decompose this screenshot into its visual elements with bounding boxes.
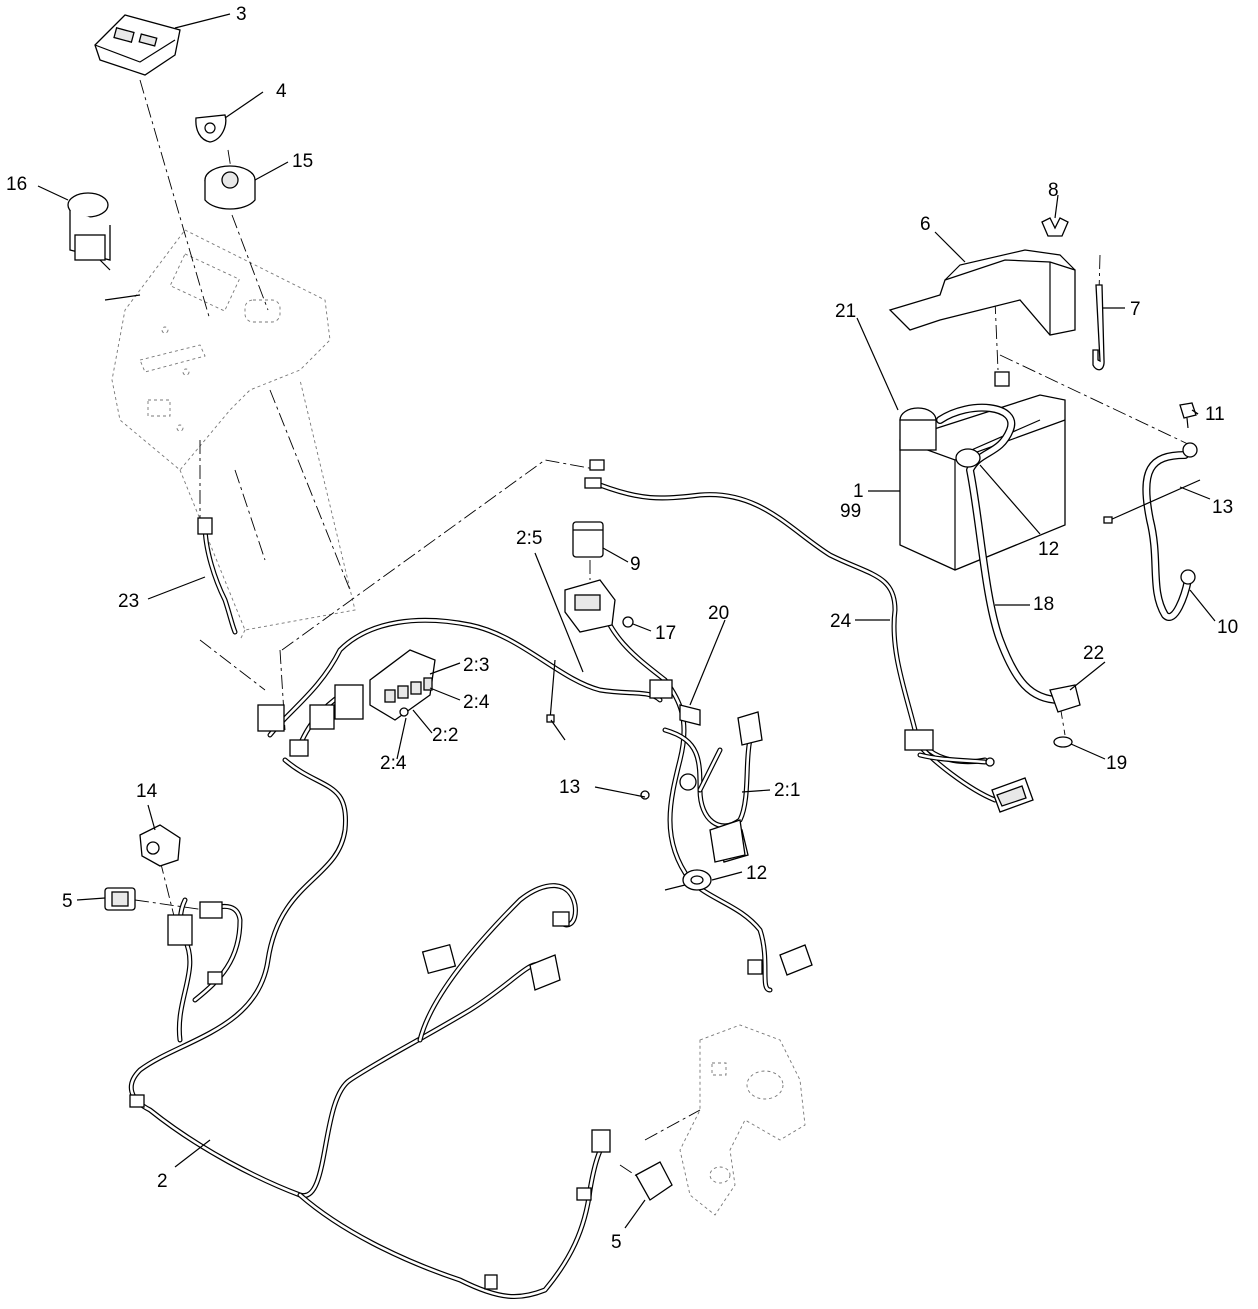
harness-24-terminal-a — [589, 459, 605, 471]
callout-99: 99 — [840, 501, 861, 522]
leader-lines — [37, 13, 1216, 1229]
callout-17: 17 — [655, 623, 676, 644]
callout-19: 19 — [1106, 753, 1127, 774]
j-bolt-rod — [1092, 284, 1105, 371]
callout-6: 6 — [920, 214, 931, 235]
screw — [622, 616, 634, 628]
callout-12-harness: 12 — [746, 863, 767, 884]
control-panel-phantom — [111, 229, 356, 641]
bolt — [1179, 402, 1197, 429]
callout-2-5: 2:5 — [516, 528, 542, 549]
harness-connector-left — [257, 684, 364, 757]
cable-clip — [955, 448, 981, 468]
display-module — [94, 14, 181, 76]
switch-5-upper-plug — [199, 901, 223, 919]
callout-12-battery: 12 — [1038, 539, 1059, 560]
callout-22: 22 — [1083, 643, 1104, 664]
callout-5-upper: 5 — [62, 891, 73, 912]
callout-2: 2 — [157, 1171, 168, 1192]
harness-24-connector-block — [904, 729, 934, 751]
callout-11: 11 — [1205, 404, 1225, 425]
pto-switch — [67, 192, 141, 301]
wire-clips — [129, 971, 592, 1290]
callout-24: 24 — [830, 611, 852, 632]
callout-3: 3 — [236, 4, 247, 25]
callout-1: 1 — [853, 481, 864, 502]
callout-2-1: 2:1 — [774, 780, 800, 801]
relay — [572, 521, 604, 558]
callout-10: 10 — [1217, 617, 1238, 638]
positive-battery-cable — [936, 403, 1081, 713]
negative-battery-cable — [1142, 442, 1198, 621]
callout-7: 7 — [1130, 299, 1141, 320]
battery — [899, 371, 1066, 571]
harness-24-terminal-b — [584, 477, 602, 489]
sub-harness-23 — [197, 517, 238, 635]
switch-5-upper — [104, 887, 136, 911]
callout-2-2: 2:2 — [432, 725, 458, 746]
switch-5-lower — [591, 1129, 673, 1201]
diode-assembly — [679, 704, 701, 726]
relay-socket — [564, 579, 616, 633]
circuit-breaker — [709, 819, 746, 863]
cable-tie-middle-head — [640, 790, 650, 800]
callout-14: 14 — [136, 781, 158, 802]
main-wire-harness — [128, 597, 773, 1300]
terminal-boot — [1049, 684, 1081, 713]
grommet — [664, 869, 712, 891]
washer — [1053, 736, 1073, 748]
ignition-key — [195, 114, 227, 143]
callout-23: 23 — [118, 591, 139, 612]
callout-13-right: 13 — [1212, 497, 1233, 518]
callout-2-4-lower: 2:4 — [380, 753, 407, 774]
cable-tie-middle — [546, 659, 556, 723]
wing-nut — [1041, 217, 1069, 237]
callout-9: 9 — [630, 554, 641, 575]
callout-2-4-upper: 2:4 — [463, 692, 490, 713]
battery-terminal-post — [994, 371, 1010, 387]
ignition-switch — [204, 165, 256, 210]
fuse-block — [369, 649, 436, 721]
callout-15: 15 — [292, 151, 313, 172]
callout-18: 18 — [1033, 594, 1054, 615]
cable-tie-right — [1103, 479, 1201, 524]
harness-24-plug — [991, 777, 1034, 813]
switch-5-upper-harness-plug — [167, 914, 193, 946]
callout-labels: 3 4 15 16 8 6 21 7 11 1 99 13 12 2:5 9 2… — [6, 4, 1238, 1253]
callout-16: 16 — [6, 174, 27, 195]
callout-2-3: 2:3 — [463, 655, 489, 676]
ring-terminal — [985, 757, 995, 767]
sub-harness-24 — [584, 459, 1034, 813]
callout-5-lower: 5 — [611, 1232, 622, 1253]
callout-8: 8 — [1048, 180, 1059, 201]
seat-switch-connector — [421, 911, 570, 991]
interlock-switch-14 — [139, 824, 181, 867]
brake-bracket-phantom — [679, 1024, 806, 1216]
callout-21: 21 — [835, 301, 856, 322]
callout-4: 4 — [276, 81, 287, 102]
callout-20: 20 — [708, 603, 729, 624]
bottom-right-plug — [747, 944, 813, 976]
callout-13-middle: 13 — [559, 777, 580, 798]
battery-hold-down-bracket — [888, 249, 1076, 336]
